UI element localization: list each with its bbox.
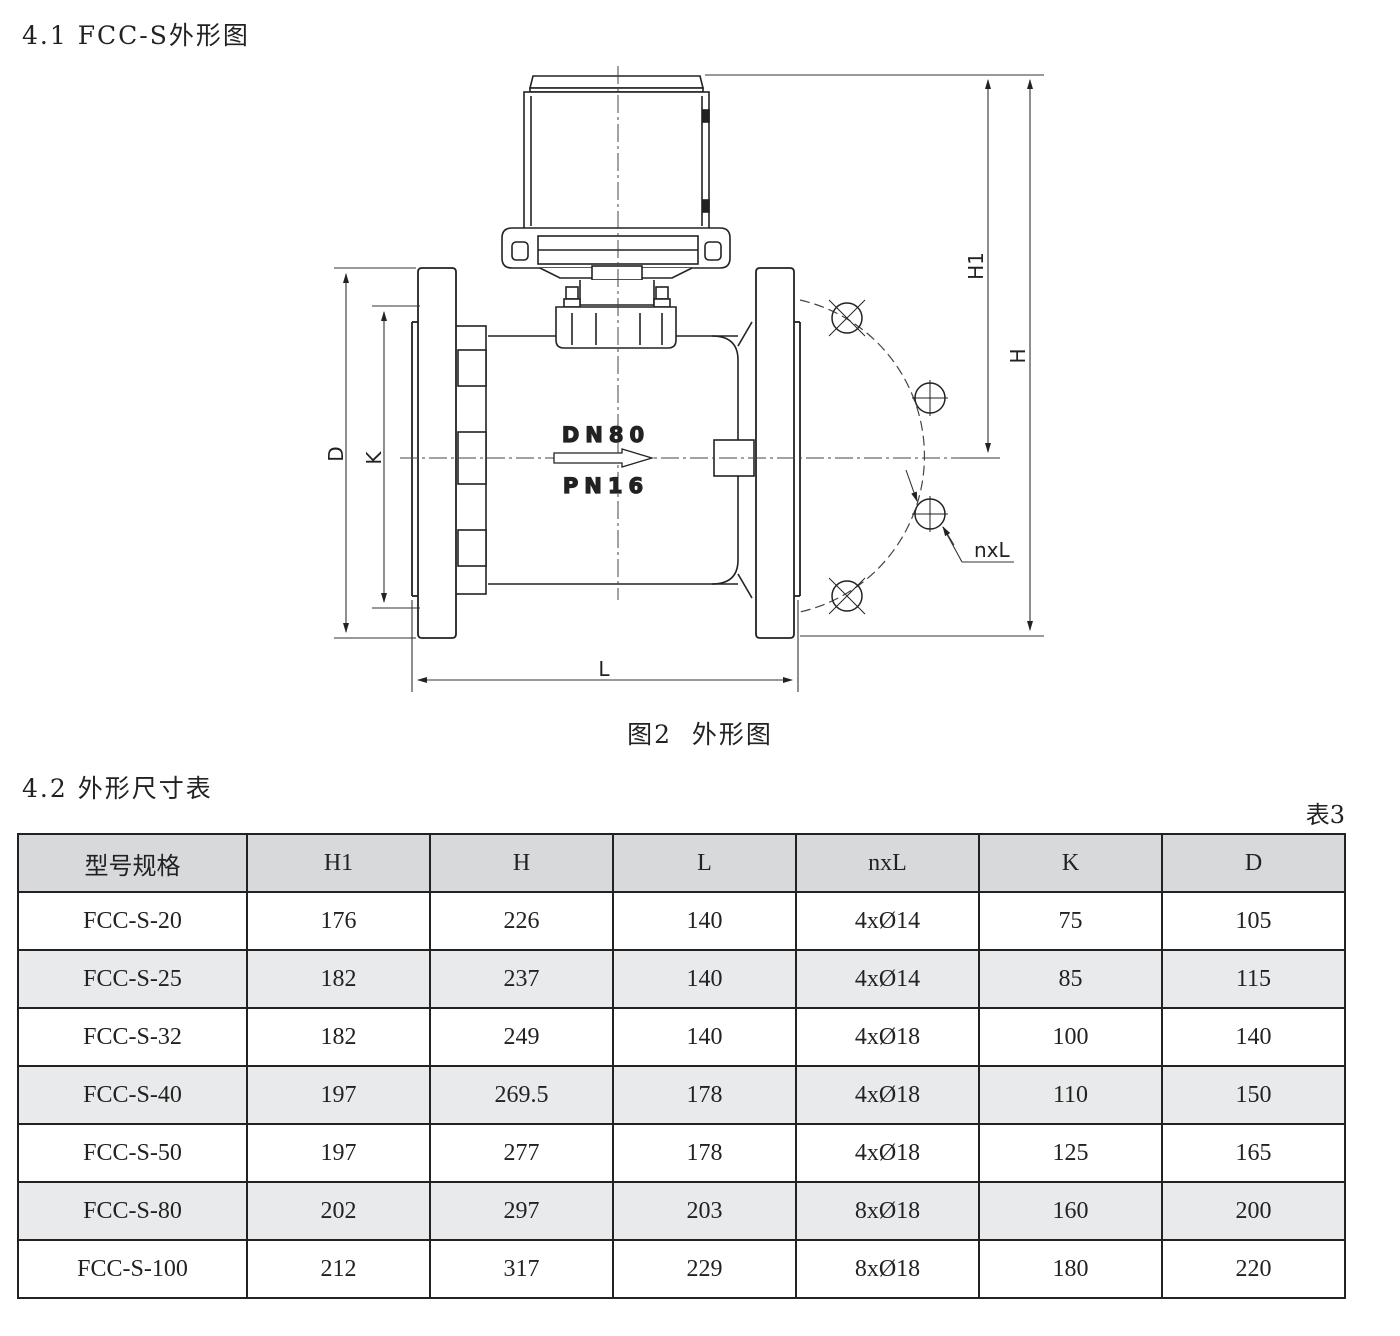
- table-row: FCC-S-32 182 249 140 4xØ18 100 140: [17, 1007, 1346, 1067]
- table-cell: 182: [246, 949, 431, 1009]
- dimension-d: [334, 267, 416, 639]
- flow-direction-arrow: [553, 448, 655, 468]
- dim-label-h: H: [1006, 348, 1030, 363]
- dimension-table: 型号规格 H1 H L nxL K D FCC-S-20 176 226 140…: [17, 833, 1346, 1299]
- table-row: FCC-S-25 182 237 140 4xØ14 85 115: [17, 949, 1346, 1009]
- table-cell: 297: [429, 1181, 614, 1241]
- dim-label-nxl: nxL: [974, 538, 1011, 562]
- table-cell: 4xØ18: [795, 1123, 980, 1183]
- table-cell: 226: [429, 891, 614, 951]
- table-cell: 197: [246, 1123, 431, 1183]
- body-marking-pn: PN16: [563, 474, 649, 498]
- right-flange: [755, 267, 801, 639]
- column-header-h: H: [429, 833, 614, 893]
- table-row: FCC-S-50 197 277 178 4xØ18 125 165: [17, 1123, 1346, 1183]
- table-cell: 197: [246, 1065, 431, 1125]
- bolt-hole: [831, 580, 863, 612]
- column-header-l: L: [612, 833, 797, 893]
- table-row: FCC-S-20 176 226 140 4xØ14 75 105: [17, 891, 1346, 951]
- dimension-h: [800, 79, 1044, 637]
- table-cell: 140: [612, 1007, 797, 1067]
- connecting-neck: [555, 265, 677, 349]
- table-cell: 178: [612, 1123, 797, 1183]
- table-number: 表3: [1305, 801, 1345, 829]
- table-cell: 200: [1161, 1181, 1346, 1241]
- table-cell: 4xØ14: [795, 891, 980, 951]
- dim-label-d: D: [324, 446, 348, 461]
- table-cell: 8xØ18: [795, 1181, 980, 1241]
- table-cell: 125: [978, 1123, 1163, 1183]
- section-heading-4-1: 4.1 FCC-S外形图: [22, 21, 250, 50]
- table-cell: FCC-S-100: [17, 1239, 248, 1299]
- table-cell: 237: [429, 949, 614, 1009]
- table-cell: FCC-S-25: [17, 949, 248, 1009]
- table-cell: 176: [246, 891, 431, 951]
- dim-label-l: L: [598, 657, 610, 681]
- table-cell: 212: [246, 1239, 431, 1299]
- table-cell: 85: [978, 949, 1163, 1009]
- dimension-h1: [705, 74, 1044, 459]
- left-hub-nuts: [453, 325, 487, 595]
- section-heading-4-2: 4.2 外形尺寸表: [22, 774, 213, 803]
- table-cell: 100: [978, 1007, 1163, 1067]
- dim-label-k: K: [362, 451, 386, 465]
- converter-housing: [523, 75, 710, 231]
- table-cell: 4xØ18: [795, 1065, 980, 1125]
- table-row: FCC-S-40 197 269.5 178 4xØ18 110 150: [17, 1065, 1346, 1125]
- dimension-nxl: [905, 469, 1014, 563]
- bolt-circle: [799, 299, 925, 613]
- table-cell: 165: [1161, 1123, 1346, 1183]
- column-header-h1: H1: [246, 833, 431, 893]
- table-row: FCC-S-100 212 317 229 8xØ18 180 220: [17, 1239, 1346, 1299]
- table-row: FCC-S-80 202 297 203 8xØ18 160 200: [17, 1181, 1346, 1241]
- table-cell: 229: [612, 1239, 797, 1299]
- table-cell: 220: [1161, 1239, 1346, 1299]
- table-cell: 4xØ14: [795, 949, 980, 1009]
- body-marking-dn: DN80: [562, 423, 650, 447]
- bolt-holes: [828, 299, 948, 615]
- table-cell: 140: [612, 949, 797, 1009]
- table-cell: 269.5: [429, 1065, 614, 1125]
- table-cell: 249: [429, 1007, 614, 1067]
- table-cell: FCC-S-20: [17, 891, 248, 951]
- table-cell: 8xØ18: [795, 1239, 980, 1299]
- table-cell: 150: [1161, 1065, 1346, 1125]
- table-cell: 140: [1161, 1007, 1346, 1067]
- column-header-d: D: [1161, 833, 1346, 893]
- table-cell: FCC-S-40: [17, 1065, 248, 1125]
- table-cell: 160: [978, 1181, 1163, 1241]
- table-cell: 105: [1161, 891, 1346, 951]
- bolt-hole: [831, 302, 863, 334]
- column-header-nxl: nxL: [795, 833, 980, 893]
- table-cell: 202: [246, 1181, 431, 1241]
- figure-caption: 图2 外形图: [627, 720, 773, 749]
- table-cell: FCC-S-32: [17, 1007, 248, 1067]
- column-header-k: K: [978, 833, 1163, 893]
- table-cell: 178: [612, 1065, 797, 1125]
- dimension-l: [411, 600, 799, 692]
- table-cell: 110: [978, 1065, 1163, 1125]
- table-cell: 277: [429, 1123, 614, 1183]
- column-header-model: 型号规格: [17, 833, 248, 893]
- center-lines: [400, 66, 1000, 600]
- table-cell: FCC-S-80: [17, 1181, 248, 1241]
- flowmeter-outline-drawing: DN80 PN16 H1 H D K L nxL: [324, 66, 1044, 692]
- dim-label-h1: H1: [964, 252, 988, 280]
- table-cell: 203: [612, 1181, 797, 1241]
- table-header-row: 型号规格 H1 H L nxL K D: [17, 833, 1346, 893]
- table-cell: 140: [612, 891, 797, 951]
- table-cell: 317: [429, 1239, 614, 1299]
- table-cell: 75: [978, 891, 1163, 951]
- left-flange: [411, 267, 457, 639]
- table-cell: 115: [1161, 949, 1346, 1009]
- table-cell: 182: [246, 1007, 431, 1067]
- table-cell: 180: [978, 1239, 1163, 1299]
- table-cell: FCC-S-50: [17, 1123, 248, 1183]
- table-cell: 4xØ18: [795, 1007, 980, 1067]
